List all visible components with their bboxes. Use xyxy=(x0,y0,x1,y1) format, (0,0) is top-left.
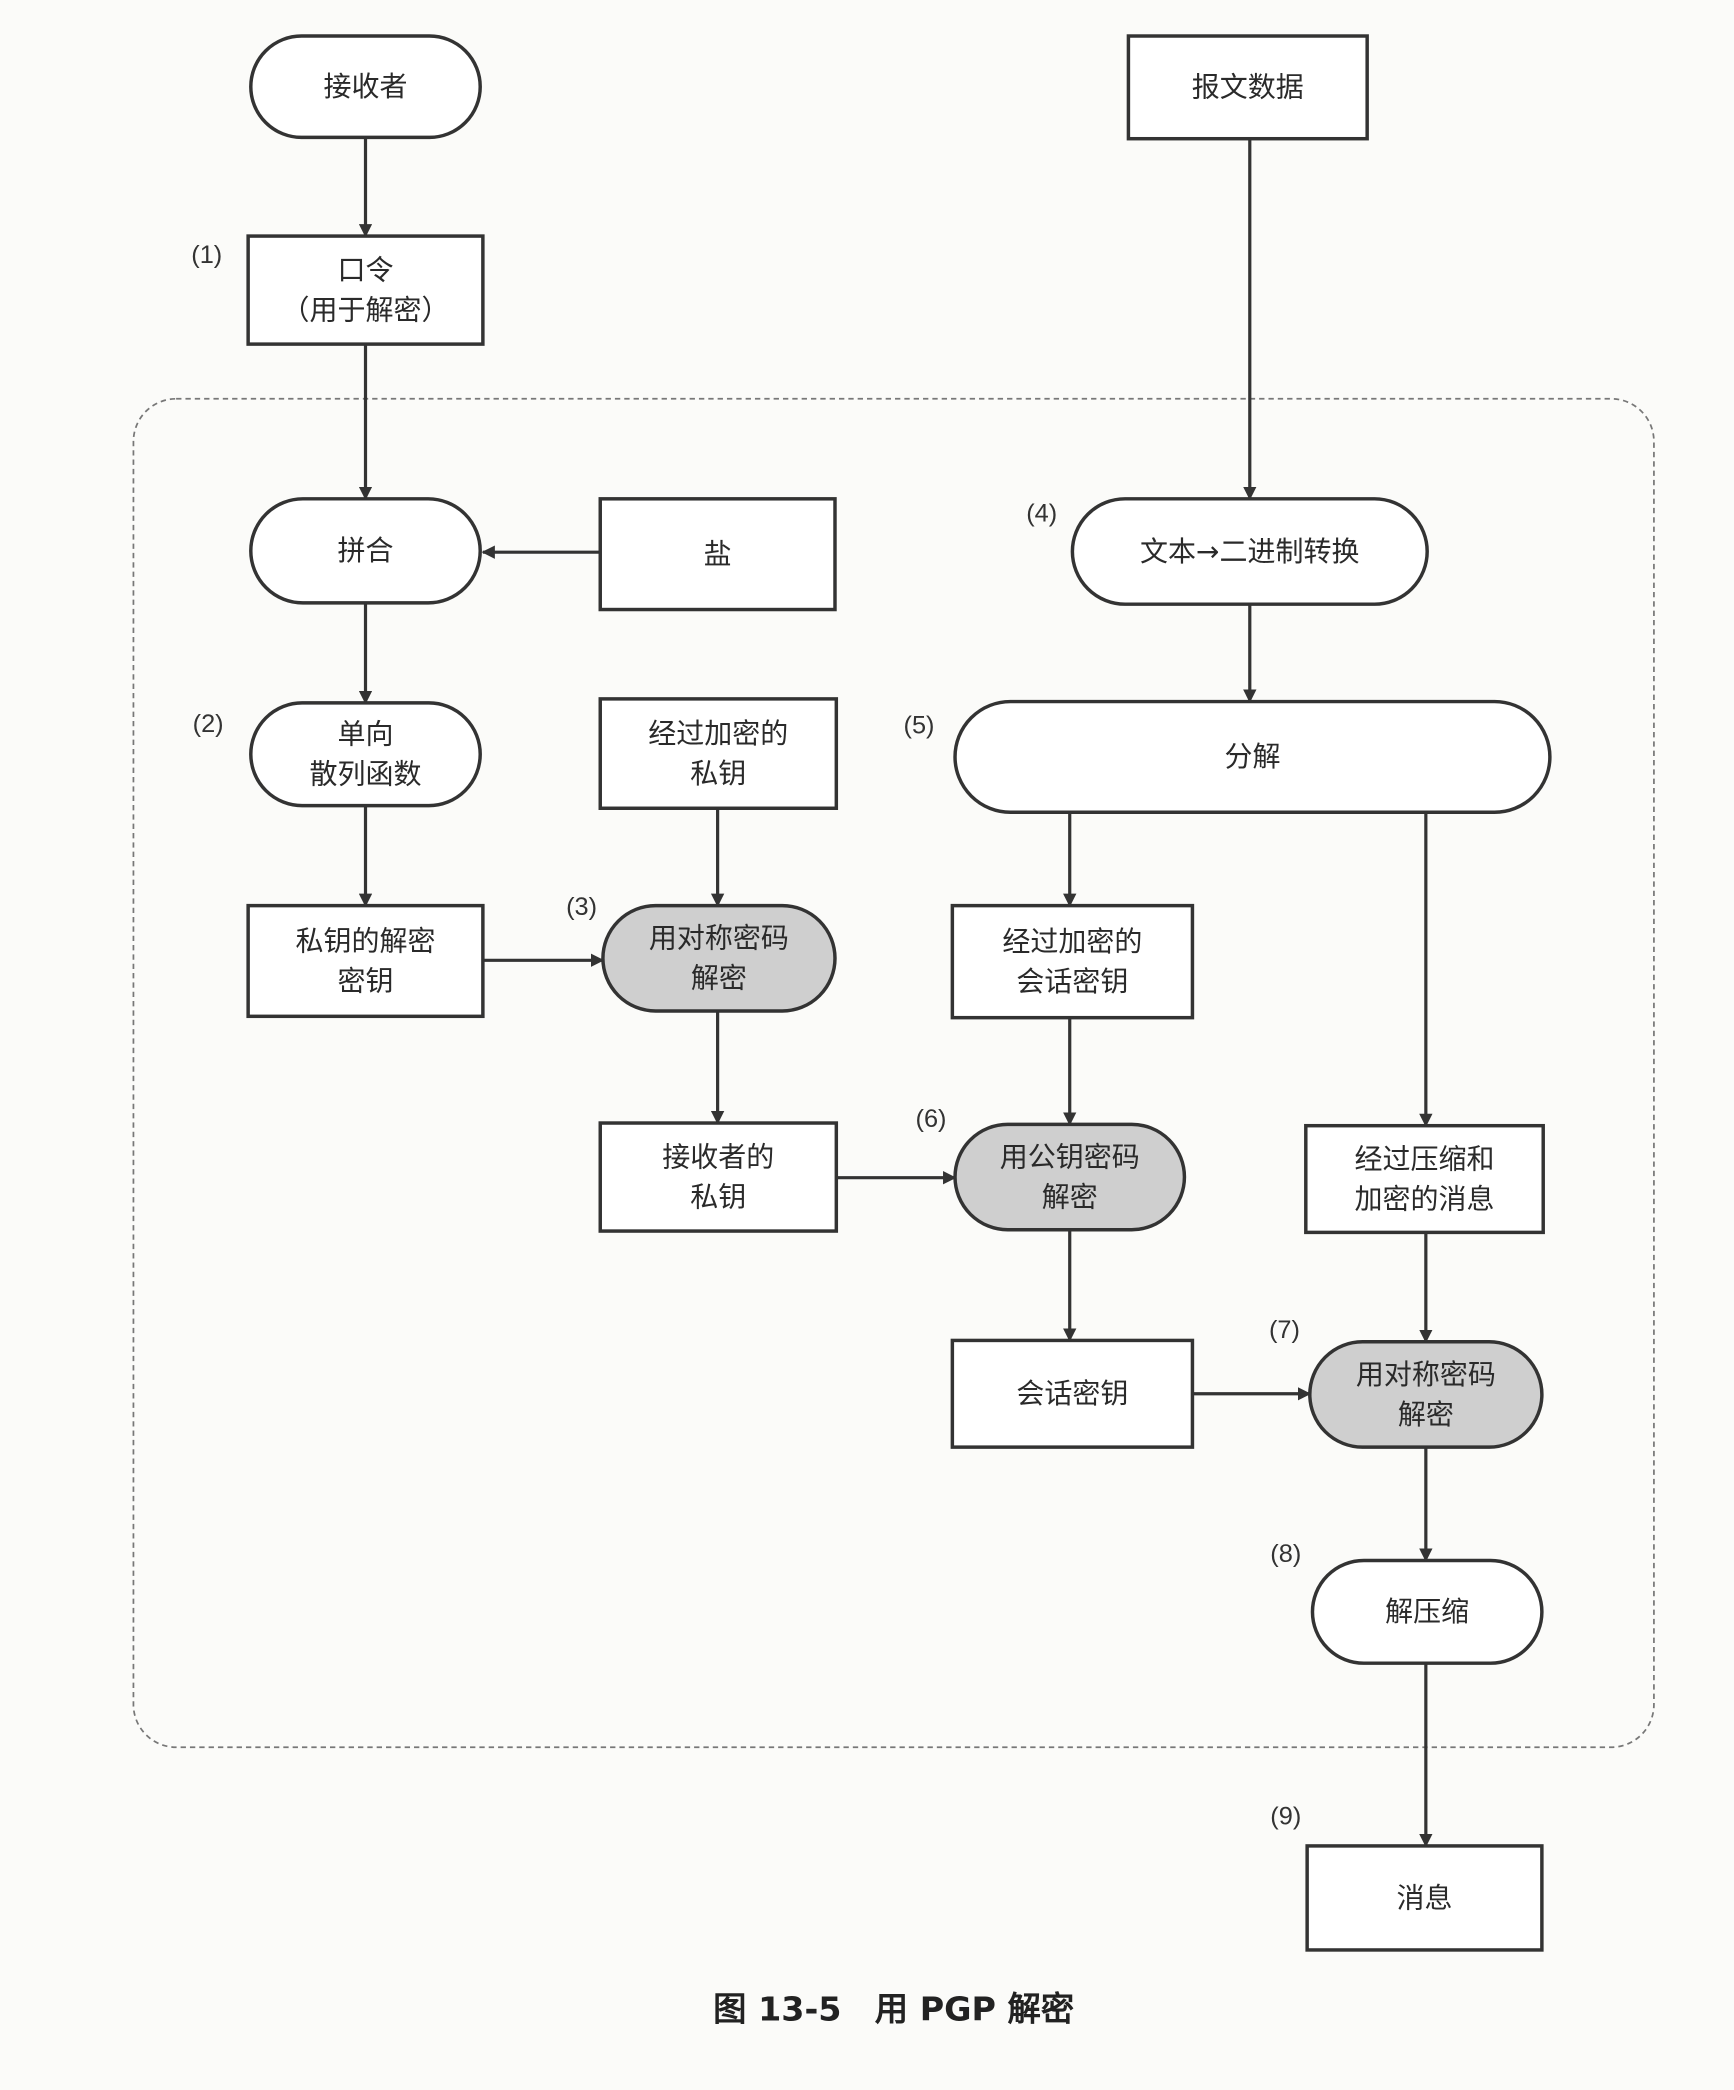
process-pill xyxy=(953,1122,1187,1232)
node-label: 解密 xyxy=(1042,1180,1098,1213)
process-pill xyxy=(249,497,482,605)
node-label: 经过加密的 xyxy=(648,717,788,750)
node-label: 会话密钥 xyxy=(1016,965,1128,998)
data-box xyxy=(246,234,485,346)
step-number: (4) xyxy=(1026,499,1057,527)
step-number: (8) xyxy=(1270,1540,1301,1568)
node-label: 消息 xyxy=(1397,1881,1453,1914)
data-box xyxy=(950,903,1195,1020)
process-pill xyxy=(249,701,482,808)
step-number: (9) xyxy=(1270,1803,1301,1831)
node-label: 报文数据 xyxy=(1192,71,1304,104)
step-number: (7) xyxy=(1269,1316,1300,1344)
node-label: 接收者 xyxy=(323,70,407,103)
node-label: 经过加密的 xyxy=(1002,925,1142,958)
step-number: (1) xyxy=(191,241,222,269)
node-label: 单向 xyxy=(337,718,393,751)
step-number: (3) xyxy=(566,893,597,921)
decryption-boundary xyxy=(132,397,1655,1749)
node-label: 口令 xyxy=(337,253,393,286)
node-label: 用公钥密码 xyxy=(1000,1140,1140,1173)
process-pill xyxy=(1308,1340,1544,1449)
node-split: 分解 (5) xyxy=(904,699,1552,814)
node-passphrase: 口令 （用于解密） (1) xyxy=(191,234,485,346)
node-label: 盐 xyxy=(704,538,732,571)
node-label: 经过压缩和 xyxy=(1355,1142,1495,1175)
node-label: 加密的消息 xyxy=(1355,1182,1495,1215)
data-box xyxy=(1305,1844,1544,1952)
node-salt: 盐 xyxy=(598,497,837,612)
node-label: 私钥 xyxy=(690,1180,746,1213)
node-concat: 拼合 xyxy=(249,497,482,605)
step-number: (5) xyxy=(904,712,935,740)
step-number: (6) xyxy=(916,1105,947,1133)
node-label: 文本→二进制转换 xyxy=(1140,535,1359,568)
process-pill xyxy=(249,34,482,140)
data-box xyxy=(950,1338,1195,1449)
node-label: 用对称密码 xyxy=(1356,1358,1496,1391)
node-label: 密钥 xyxy=(337,964,393,997)
node-label: 接收者的 xyxy=(662,1140,774,1173)
node-label: 解密 xyxy=(1398,1398,1454,1431)
node-session-key: 会话密钥 xyxy=(950,1338,1195,1449)
node-label: 用对称密码 xyxy=(649,922,789,955)
data-box xyxy=(1304,1123,1545,1235)
data-box xyxy=(598,497,837,612)
node-label: 分解 xyxy=(1224,740,1280,773)
node-decompress: 解压缩 (8) xyxy=(1270,1540,1544,1665)
data-box xyxy=(598,697,839,810)
node-label: 私钥 xyxy=(690,757,746,790)
node-label: 拼合 xyxy=(337,534,393,567)
figure-caption: 图 13-5 用 PGP 解密 xyxy=(713,1990,1074,2029)
data-box xyxy=(598,1121,839,1233)
node-receiver: 接收者 xyxy=(249,34,482,140)
process-pill xyxy=(953,699,1552,814)
node-label: 解密 xyxy=(691,962,747,995)
node-label: 会话密钥 xyxy=(1016,1377,1128,1410)
process-pill xyxy=(601,903,837,1013)
edges xyxy=(358,137,1433,1848)
process-pill xyxy=(1070,497,1429,606)
step-number: (2) xyxy=(193,710,224,738)
process-pill xyxy=(1310,1558,1544,1665)
node-label: 散列函数 xyxy=(309,758,421,791)
data-box xyxy=(246,903,485,1019)
node-label: 解压缩 xyxy=(1385,1595,1469,1628)
node-message: 消息 (9) xyxy=(1270,1803,1544,1952)
node-text-to-binary: 文本→二进制转换 (4) xyxy=(1026,497,1429,606)
node-message-data: 报文数据 xyxy=(1126,34,1369,141)
node-label: 私钥的解密 xyxy=(295,924,435,957)
node-label: （用于解密） xyxy=(281,293,449,326)
data-box xyxy=(1126,34,1369,141)
